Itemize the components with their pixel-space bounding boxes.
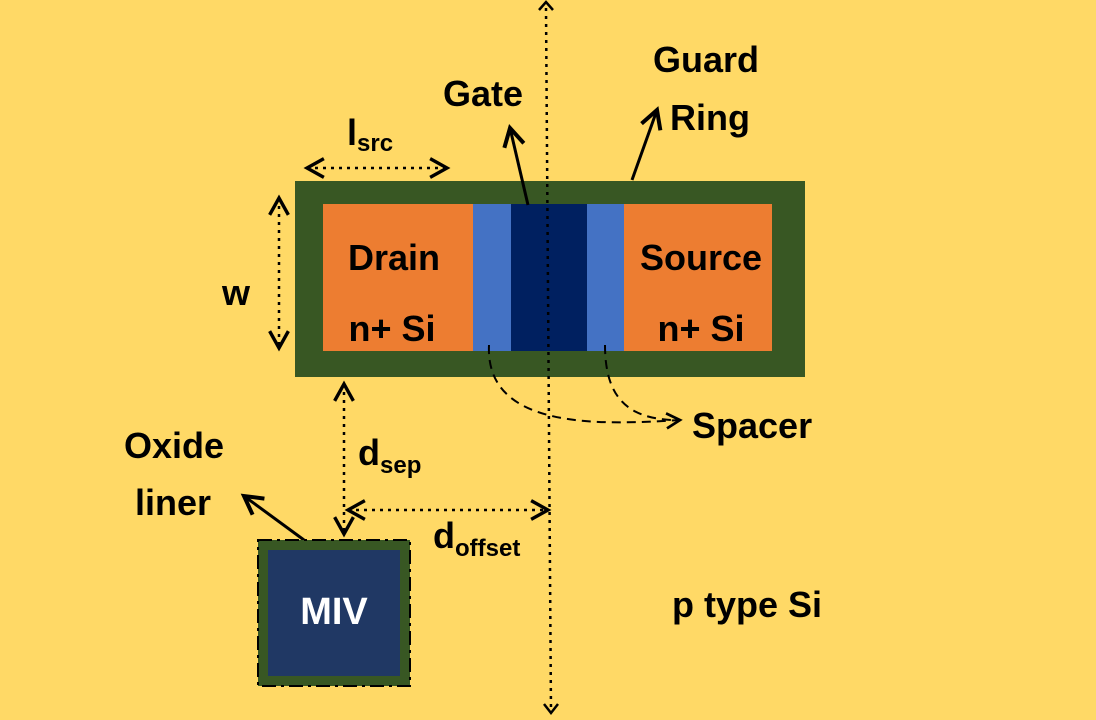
- guard-ring-label-line1: Guard: [653, 39, 759, 80]
- guard-ring-arrow: [630, 110, 657, 181]
- centerline-top-arrowhead: [538, 0, 554, 11]
- drain-material-label: n+ Si: [348, 308, 435, 349]
- drain-region: [323, 204, 473, 351]
- oxide-liner-label-line2: liner: [135, 482, 211, 523]
- source-label: Source: [640, 237, 762, 278]
- oxide-liner-label-line1: Oxide: [124, 425, 224, 466]
- miv-label: MIV: [300, 591, 368, 633]
- spacer-label: Spacer: [692, 405, 812, 446]
- drain-label: Drain: [348, 237, 440, 278]
- spacer-right: [587, 204, 624, 351]
- spacer-left-callout: [487, 344, 683, 430]
- spacer-right-callout: [604, 344, 673, 421]
- l-src-label: lsrc: [347, 112, 393, 157]
- source-region: [623, 204, 772, 351]
- oxide-liner-arrow: [244, 496, 305, 542]
- guard-ring-label-line2: Ring: [670, 97, 750, 138]
- w-label: w: [221, 272, 251, 313]
- miv-region: [268, 550, 400, 676]
- gate-arrow: [510, 128, 530, 206]
- source-material-label: n+ Si: [657, 308, 744, 349]
- substrate-label: p type Si: [672, 584, 822, 625]
- gate-label: Gate: [443, 73, 523, 114]
- gate-region: [511, 204, 587, 351]
- d-offset-label: doffset: [433, 515, 520, 562]
- centerline-bottom-arrowhead: [543, 703, 559, 716]
- d-sep-label: dsep: [358, 432, 421, 479]
- centerline-dotted: [544, 7, 553, 713]
- spacer-left: [473, 204, 511, 351]
